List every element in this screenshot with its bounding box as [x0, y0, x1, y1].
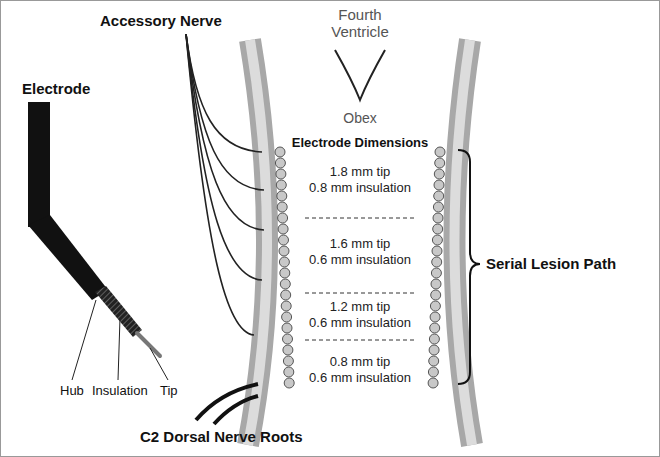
nerve-label: Accessory Nerve	[100, 12, 222, 29]
dorsal-roots	[196, 384, 258, 424]
lesion-dot	[430, 301, 440, 311]
region-label: Fourth Ventricle	[320, 6, 400, 41]
lesion-dot	[275, 147, 285, 157]
dimension-label: 0.6 mm insulation	[309, 371, 411, 386]
lesion-dot	[278, 224, 288, 234]
lesion-dot	[434, 191, 444, 201]
lesion-dot	[281, 290, 291, 300]
lesion-dot	[432, 235, 442, 245]
lesion-dot	[275, 158, 285, 168]
lesion-dot	[432, 246, 442, 256]
part-label: Insulation	[92, 384, 148, 399]
lesion-dot	[433, 224, 443, 234]
lesion-dot	[434, 169, 444, 179]
lesion-dot	[276, 169, 286, 179]
dimension-label: 1.8 mm tip	[330, 165, 391, 180]
lesion-dot	[430, 323, 440, 333]
lesion-dots	[275, 147, 445, 388]
lesion-dot	[429, 356, 439, 366]
lesion-dot	[429, 334, 439, 344]
lesion-dot	[280, 268, 290, 278]
leader-line	[72, 300, 168, 380]
lesion-dot	[434, 180, 444, 190]
dimension-label: 0.6 mm insulation	[309, 316, 411, 331]
lesion-dot	[282, 323, 292, 333]
bracket	[458, 150, 480, 384]
part-label: Hub	[60, 384, 84, 399]
fourth-ventricle	[335, 50, 385, 100]
lesion-dot	[428, 378, 438, 388]
accessory-nerve	[186, 34, 264, 335]
part-label: Electrode	[22, 80, 90, 97]
lesion-dot	[431, 290, 441, 300]
bracket-label: Serial Lesion Path	[486, 255, 616, 272]
structure-label: C2 Dorsal Nerve Roots	[140, 428, 303, 445]
heading-label: Electrode Dimensions	[292, 136, 429, 151]
dimension-label: 0.6 mm insulation	[309, 253, 411, 268]
lesion-dot	[277, 191, 287, 201]
dimension-label: 0.8 mm insulation	[309, 181, 411, 196]
part-label: Tip	[160, 384, 178, 399]
lesion-dot	[429, 345, 439, 355]
lesion-dot	[433, 213, 443, 223]
lesion-dot	[284, 367, 294, 377]
dimension-label: 1.2 mm tip	[330, 300, 391, 315]
region-label: Obex	[343, 110, 376, 126]
separator-line	[305, 218, 415, 340]
lesion-dot	[284, 378, 294, 388]
lesion-dot	[283, 356, 293, 366]
lesion-dot	[282, 312, 292, 322]
electrode-symbol	[28, 102, 160, 356]
lesion-dot	[280, 279, 290, 289]
lesion-dot	[431, 279, 441, 289]
lesion-dot	[283, 345, 293, 355]
lesion-dot	[276, 180, 286, 190]
lesion-dot	[433, 202, 443, 212]
lesion-dot	[430, 312, 440, 322]
lesion-dot	[277, 202, 287, 212]
lesion-dot	[432, 257, 442, 267]
lesion-dot	[278, 213, 288, 223]
lesion-dot	[435, 147, 445, 157]
lesion-dot	[428, 367, 438, 377]
lesion-dot	[279, 257, 289, 267]
lesion-dot	[435, 158, 445, 168]
lesion-dot	[279, 246, 289, 256]
lesion-dot	[283, 334, 293, 344]
lesion-dot	[431, 268, 441, 278]
lesion-dot	[279, 235, 289, 245]
dimension-label: 0.8 mm tip	[330, 355, 391, 370]
lesion-dot	[281, 301, 291, 311]
dimension-label: 1.6 mm tip	[330, 237, 391, 252]
